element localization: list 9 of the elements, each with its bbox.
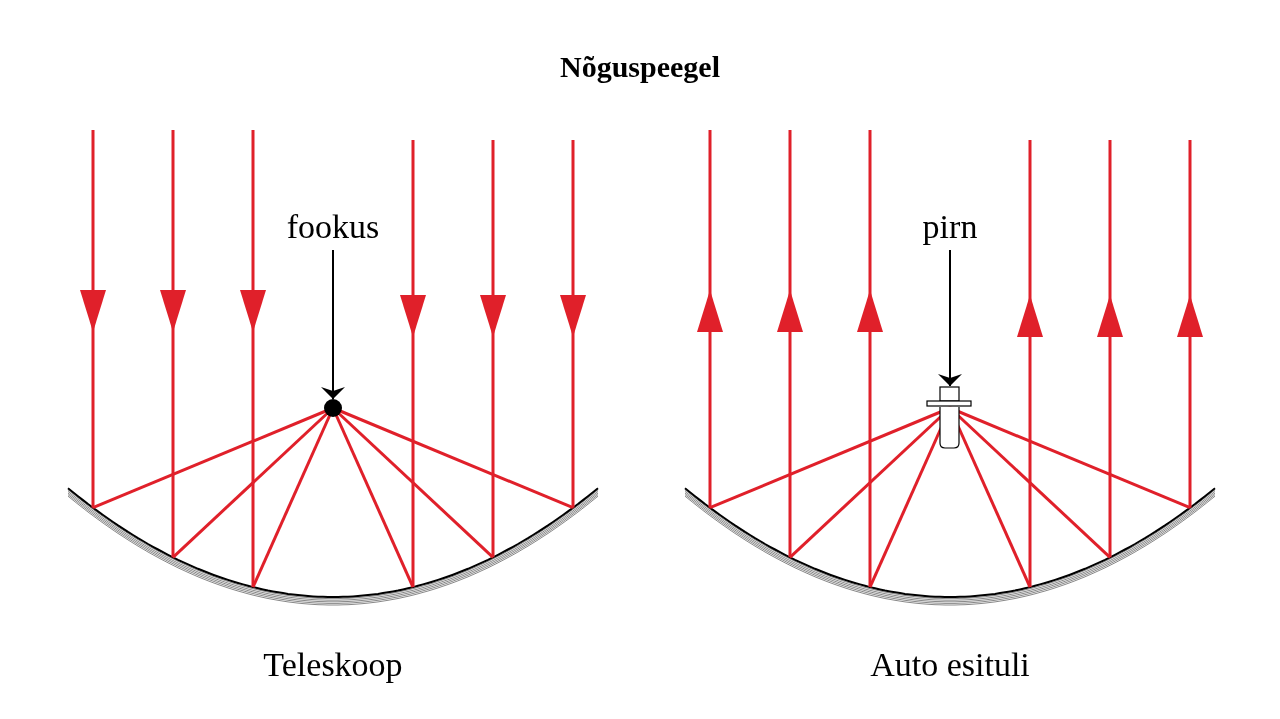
leader-arrow <box>321 249 345 400</box>
light-bulb-drawing <box>926 386 972 449</box>
leader-arrow <box>938 249 962 387</box>
panel-caption: Teleskoop <box>263 645 403 685</box>
panel-caption: Auto esituli <box>870 645 1030 685</box>
callout-label: fookus <box>286 207 380 247</box>
diagram-title: Nõguspeegel <box>560 49 720 85</box>
callout-label: pirn <box>922 207 978 247</box>
focal-point-dot <box>324 399 342 417</box>
